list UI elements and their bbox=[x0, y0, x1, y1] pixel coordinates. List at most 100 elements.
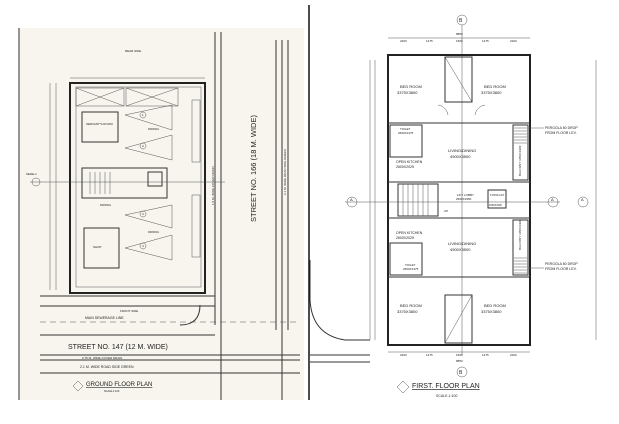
toilet-size: 2500X1375 bbox=[398, 131, 414, 135]
parking-label: PARKING bbox=[148, 231, 159, 234]
kitchen-size: 2600X2025 bbox=[396, 165, 414, 169]
balcony-label: BALCONY 1050X1900 bbox=[518, 145, 522, 176]
overall-width-top: 8850 bbox=[456, 32, 463, 36]
first-floor-title: FIRST. FLOOR PLAN bbox=[412, 383, 480, 390]
dimension: 2200 bbox=[400, 39, 407, 43]
toilet-label: TOILET bbox=[405, 263, 416, 267]
toilet-size: 2500X1375 bbox=[403, 267, 419, 271]
ground-floor-scale: SCALE-1:100 bbox=[104, 390, 120, 393]
section-marker-label: A bbox=[350, 197, 353, 202]
shop bbox=[83, 227, 120, 269]
bedroom-size: 3375X3800 bbox=[397, 309, 418, 314]
dimension: 1500 bbox=[456, 39, 463, 43]
street-147-label: STREET NO. 147 (12 M. WIDE) bbox=[68, 344, 168, 351]
living-label: LIVING/DINING bbox=[448, 148, 476, 153]
title-marker-icon bbox=[396, 380, 410, 394]
side-parking-bays bbox=[191, 99, 201, 258]
dimension: 2200 bbox=[510, 39, 517, 43]
parking-label: PARKING bbox=[100, 204, 111, 207]
bedroom-label: BED ROOM bbox=[400, 303, 422, 308]
ground-floor-title: GROUND FLOOR PLAN bbox=[86, 382, 152, 388]
balcony-bottom bbox=[512, 219, 529, 276]
ground-floor-plot-outline bbox=[69, 82, 206, 294]
section-marker-label: A bbox=[551, 197, 554, 202]
ground-floor-paper bbox=[18, 28, 304, 400]
section-marker-far-right bbox=[577, 196, 589, 208]
bedroom-size: 3375X3800 bbox=[481, 309, 502, 314]
balcony-top bbox=[512, 124, 529, 181]
toilet-bottom-shaft bbox=[444, 294, 473, 344]
dimension: 2200 bbox=[400, 353, 407, 357]
parking-bays: 1 2 3 4 PARKING PARKING PARKING bbox=[100, 104, 173, 261]
cover-drain-bottom-label: 0.75 M. WIDE COVER DRAIN bbox=[82, 356, 122, 360]
lift-lobby-label: LIFT LOBBY bbox=[457, 193, 474, 197]
dimension: 1475 bbox=[482, 353, 489, 357]
servants-room-label: SERVANT'S ROOM bbox=[86, 122, 113, 126]
stair-core bbox=[81, 167, 168, 199]
grid-marker-label: B bbox=[459, 18, 463, 24]
dimension: 1475 bbox=[426, 353, 433, 357]
kitchen-size: 2600X2025 bbox=[396, 236, 414, 240]
dimension: 1475 bbox=[426, 39, 433, 43]
pergola-label: PERGOLA 50 DROP bbox=[545, 262, 578, 266]
lift-lobby-size: 2500X1950 bbox=[456, 197, 472, 201]
street-166-lines bbox=[179, 32, 289, 400]
parking-number-1: 1 bbox=[142, 113, 144, 117]
parking-number-4: 4 bbox=[142, 244, 144, 248]
first-floor-scale: SCALE-1:100 bbox=[436, 394, 457, 398]
street-147-lines bbox=[40, 295, 300, 374]
toilet-top bbox=[389, 124, 423, 158]
toilet-top-shaft bbox=[444, 56, 473, 103]
section-marker-right bbox=[547, 196, 559, 208]
kitchen-label: OPEN KITCHEN bbox=[396, 160, 423, 164]
main-sewerage-label: MAIN SEWERAGE LINE bbox=[85, 316, 124, 320]
living-label: LIVING/DINING bbox=[448, 241, 476, 246]
first-floor-outline bbox=[387, 54, 531, 346]
first-floor-panel: B 8850 2200 1475 1500 1475 2200 BED ROOM… bbox=[309, 14, 597, 398]
parking-label: PARKING bbox=[148, 128, 159, 131]
section-marker-left bbox=[346, 196, 358, 208]
section-marker-label: A bbox=[581, 197, 584, 202]
pergola-label: FROM FLOOR LEV. bbox=[545, 131, 577, 135]
grid-marker-label: B bbox=[459, 370, 463, 376]
bottom-dimensions: 2200 1475 1500 1475 2200 bbox=[400, 353, 517, 357]
balcony-label: BALCONY 1050X1900 bbox=[518, 219, 522, 250]
lift-label: 6 PASS LIFT bbox=[490, 194, 505, 197]
street-166-label: STREET NO. 166 (18 M. WIDE) bbox=[249, 115, 258, 222]
grid-marker-bottom bbox=[456, 366, 468, 378]
dimension: 2200 bbox=[510, 353, 517, 357]
title-marker-icon bbox=[72, 380, 84, 392]
shop-label: SHOP bbox=[93, 245, 102, 249]
parking-number-2: 2 bbox=[142, 144, 144, 148]
bedroom-label: BED ROOM bbox=[484, 84, 506, 89]
bedroom-label: BED ROOM bbox=[484, 303, 506, 308]
servants-room bbox=[81, 111, 119, 143]
lift bbox=[487, 189, 507, 209]
road-green-right-label: 2.1 M. WIDE ROAD SIDE GREEN bbox=[283, 149, 287, 195]
top-dimensions: 2200 1475 1500 1475 2200 bbox=[400, 39, 517, 43]
section-marker bbox=[31, 177, 41, 187]
toilet-bottom bbox=[389, 242, 423, 276]
lift-size: 1650X1500 bbox=[489, 204, 502, 207]
pergola-label: FROM FLOOR LEV. bbox=[545, 267, 577, 271]
bedroom-label: BED ROOM bbox=[400, 84, 422, 89]
toilet-label: TOILET bbox=[400, 127, 411, 131]
dimension: 1500 bbox=[456, 353, 463, 357]
road-green-bottom-label: 2.1 M. WIDE ROAD SIDE GREEN bbox=[80, 365, 134, 369]
rear-side-label: REAR SIDE bbox=[125, 49, 141, 53]
pergola-label: PERGOLA 50 DROP bbox=[545, 126, 578, 130]
ground-floor-panel: STREET NO. 166 (18 M. WIDE) 1.5 M. WIDE … bbox=[18, 28, 304, 400]
front-side-label: FRONT SIDE bbox=[120, 309, 138, 313]
living-size: 4900X3500 bbox=[450, 247, 471, 252]
parking-number-3: 3 bbox=[142, 212, 144, 216]
lift-shaft bbox=[147, 171, 163, 187]
stair-up-label: UP bbox=[444, 209, 448, 213]
living-size: 4900X3500 bbox=[450, 154, 471, 159]
bedroom-size: 3375X3800 bbox=[397, 90, 418, 95]
cover-drain-right-label: 1.5 M. WIDE COVER DRAIN bbox=[211, 166, 215, 205]
overall-width-bottom: 8850 bbox=[456, 359, 463, 363]
bedroom-size: 3375X3800 bbox=[481, 90, 502, 95]
dimension: 1475 bbox=[482, 39, 489, 43]
section-label: SEDE-1 bbox=[26, 172, 37, 176]
